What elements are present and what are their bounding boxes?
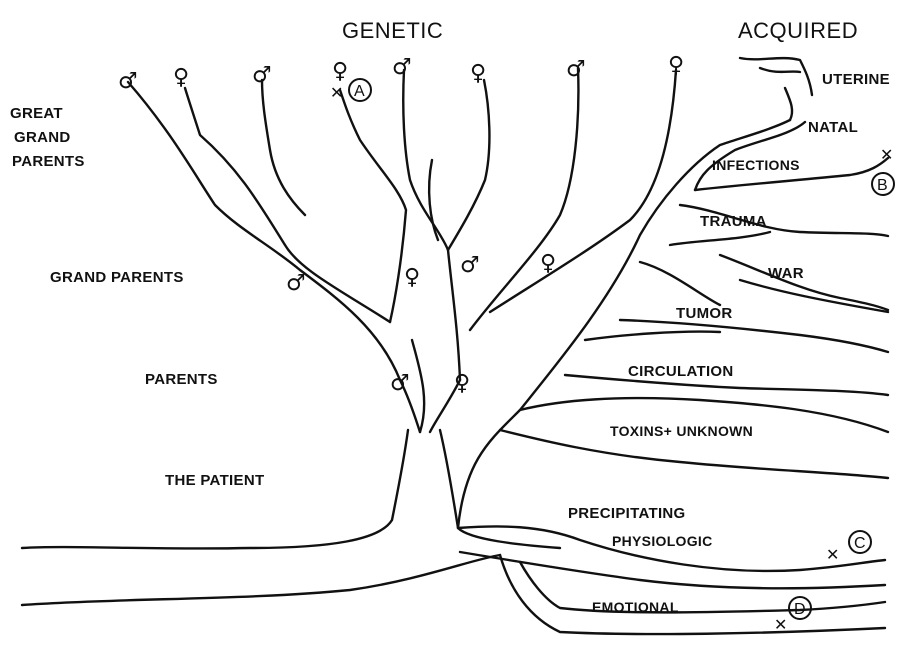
marker-a-label: A [354,83,365,100]
marker-d-label: D [794,601,806,618]
war-label: WAR [768,265,804,282]
male-symbol: ♂ [390,371,410,396]
male-symbol: ♂ [566,57,586,82]
male-symbol: ♂ [118,69,138,94]
infections-label: INFECTIONS [712,157,800,173]
great-grandparents-label-line1: GREAT [10,105,63,122]
male-symbol: ♂ [286,271,306,296]
physiologic-label: PHYSIOLOGIC [612,533,713,549]
emotional-label: EMOTIONAL [592,599,679,615]
marker-b-label: B [877,177,888,194]
natal-label: NATAL [808,119,858,136]
female-symbol: ♀ [404,265,420,290]
male-symbol: ♂ [392,55,412,80]
tumor-label: TUMOR [676,305,733,322]
toxins-unknown-label: TOXINS+ UNKNOWN [610,423,753,439]
patient-label: THE PATIENT [165,472,264,489]
marker-c-label: C [854,535,866,552]
male-symbol: ♂ [460,253,480,278]
grandparents-label: GRAND PARENTS [50,269,184,286]
male-symbol: ♂ [252,63,272,88]
female-symbol: ♀ [540,251,556,276]
great-grandparents-label-line3: PARENTS [12,153,85,170]
circulation-label: CIRCULATION [628,363,734,380]
genetic-header: GENETIC [342,18,443,43]
female-symbol: ♀ [173,65,189,90]
trauma-label: TRAUMA [700,213,767,230]
female-symbol: ♀ [332,59,348,84]
cross-mark: ✕ [826,545,839,564]
cross-mark: ✕ [774,615,787,634]
acquired-header: ACQUIRED [738,18,858,43]
female-symbol: ♀ [454,371,470,396]
female-symbol: ♀ [470,61,486,86]
cross-mark: ✕ [330,83,343,102]
great-grandparents-label-line2: GRAND [14,129,71,146]
genetic-branches [22,68,676,548]
uterine-label: UTERINE [822,71,890,88]
female-symbol: ♀ [668,53,684,78]
parents-label: PARENTS [145,371,218,388]
precipitating-label: PRECIPITATING [568,505,686,522]
cross-mark: ✕ [880,145,893,164]
